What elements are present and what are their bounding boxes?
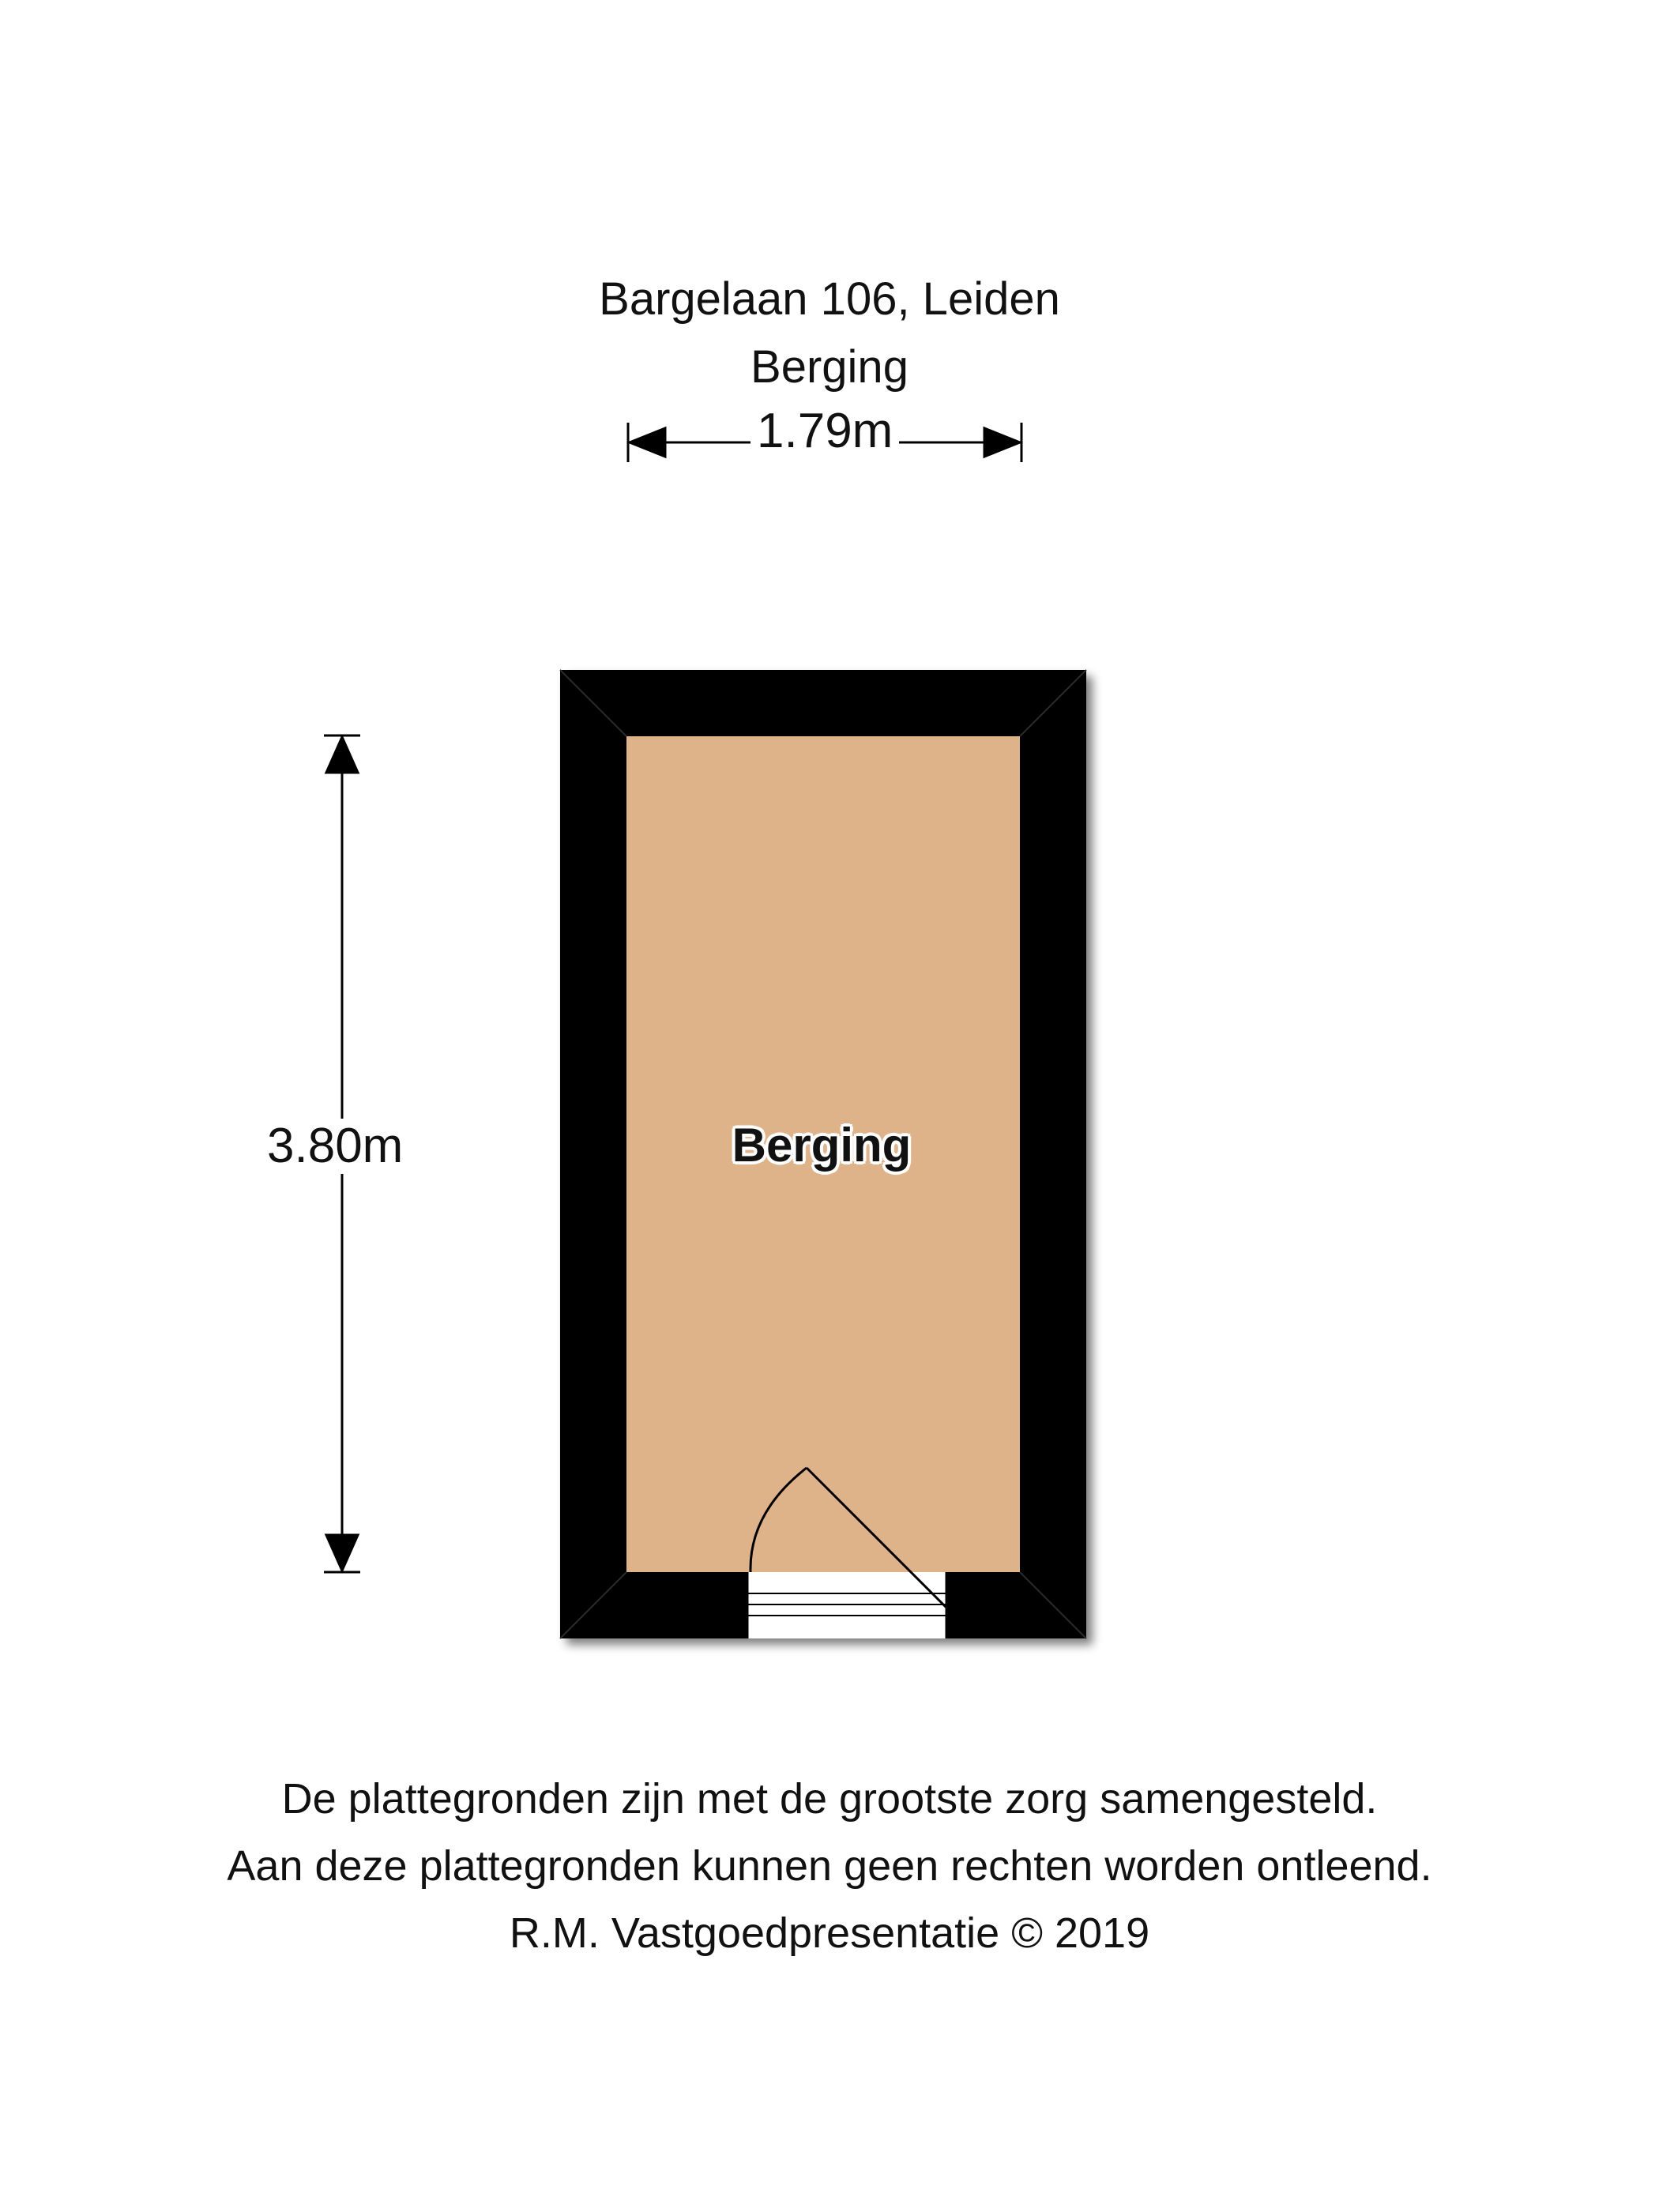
- arrow-right-icon: [983, 426, 1024, 459]
- footer-disclaimer-line-1: De plattegronden zijn met de grootste zo…: [281, 1775, 1378, 1823]
- room-label-berging: Berging: [732, 1119, 912, 1172]
- room-floor: [626, 736, 1020, 1572]
- plan-floor-title: Berging: [750, 341, 908, 393]
- wall-bevels: [559, 669, 1087, 1639]
- width-dimension-label: 1.79m: [750, 407, 900, 456]
- arrow-down-icon: [324, 1533, 360, 1574]
- door-swing-icon: [749, 1466, 948, 1609]
- footer-disclaimer-line-2: Aan deze plattegronden kunnen geen recht…: [227, 1842, 1432, 1890]
- arrow-left-icon: [626, 426, 667, 459]
- door-threshold: [746, 1572, 948, 1638]
- arrow-up-icon: [324, 734, 360, 774]
- plan-address-title: Bargelaan 106, Leiden: [599, 273, 1060, 325]
- width-dimension-line: [626, 423, 1024, 462]
- height-dimension-label: 3.80m: [267, 1119, 404, 1174]
- footer-copyright: R.M. Vastgoedpresentatie © 2019: [509, 1909, 1150, 1957]
